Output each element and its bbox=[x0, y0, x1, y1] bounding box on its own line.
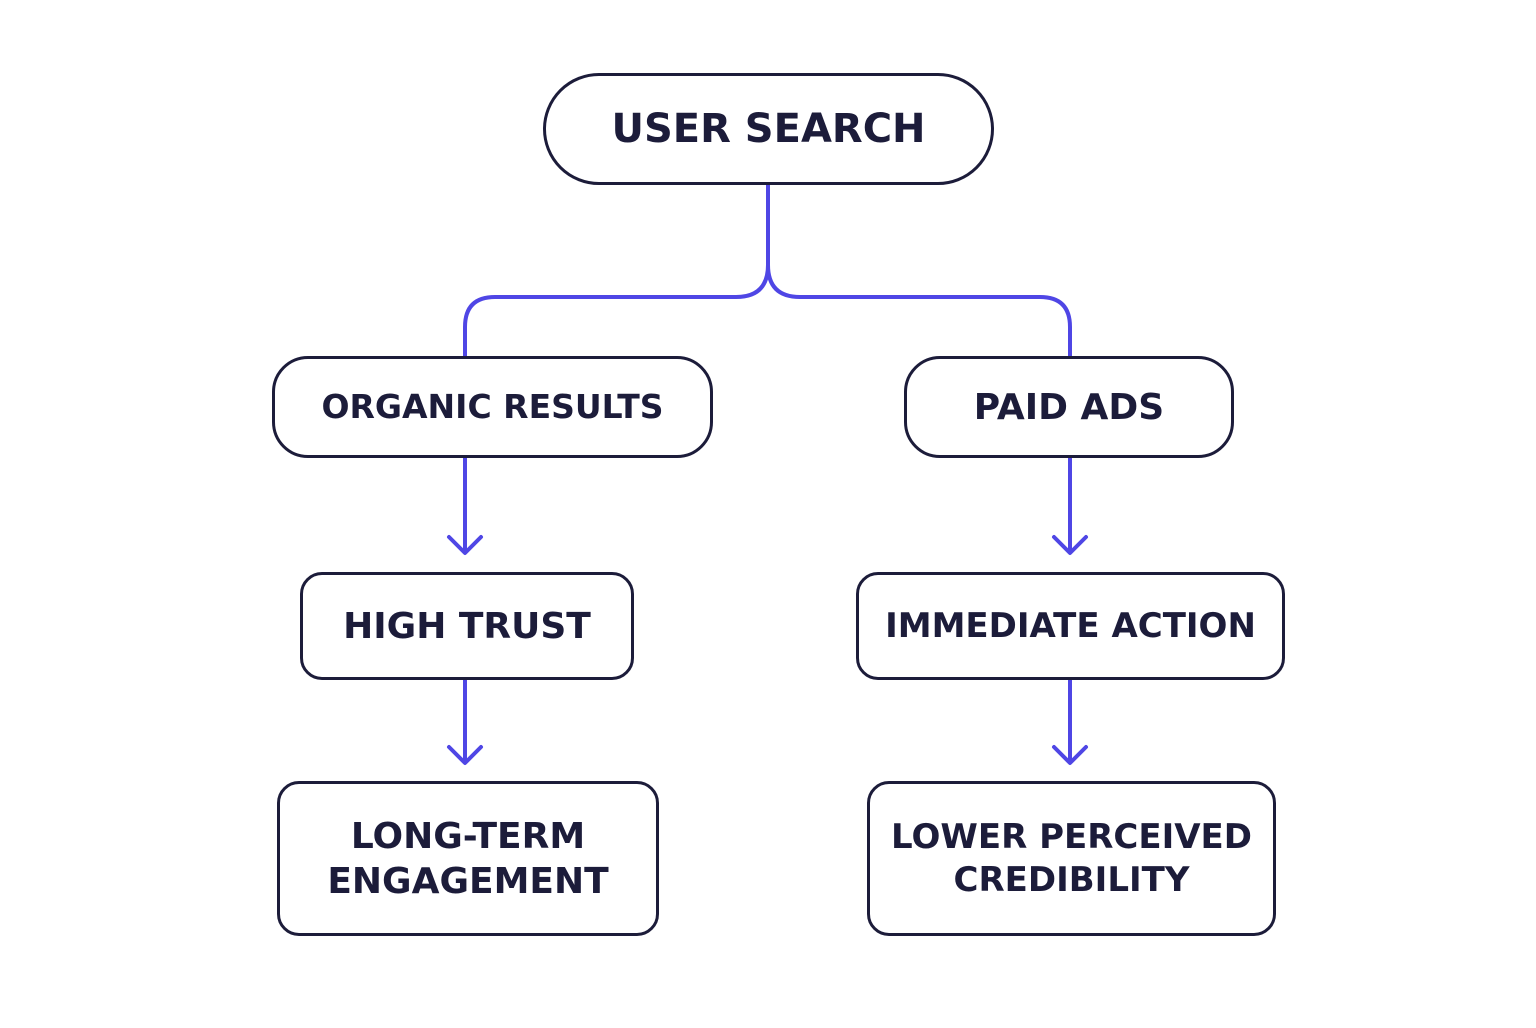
connector-user-search-split bbox=[463, 183, 770, 358]
node-organic-results-label: ORGANIC RESULTS bbox=[321, 387, 664, 427]
node-immediate-action-label: IMMEDIATE ACTION bbox=[885, 605, 1256, 646]
node-high-trust: HIGH TRUST bbox=[300, 572, 634, 680]
node-lower-perceived-credibility: LOWER PERCEIVED CREDIBILITY bbox=[867, 781, 1276, 936]
node-lower-perceived-credibility-line-2: CREDIBILITY bbox=[953, 859, 1190, 900]
arrow-high-trust-to-long-term bbox=[447, 678, 483, 765]
node-paid-ads: PAID ADS bbox=[904, 356, 1234, 458]
connector-user-search-to-paid-ads bbox=[766, 263, 1072, 358]
arrow-immediate-action-to-lower-credibility bbox=[1052, 678, 1088, 765]
node-long-term-engagement: LONG-TERM ENGAGEMENT bbox=[277, 781, 659, 936]
node-organic-results: ORGANIC RESULTS bbox=[272, 356, 713, 458]
node-paid-ads-label: PAID ADS bbox=[973, 386, 1165, 428]
arrow-paid-ads-to-immediate-action bbox=[1052, 456, 1088, 555]
node-high-trust-label: HIGH TRUST bbox=[343, 605, 591, 647]
arrow-organic-to-high-trust bbox=[447, 456, 483, 555]
node-long-term-engagement-line-1: LONG-TERM bbox=[350, 815, 586, 857]
node-long-term-engagement-line-2: ENGAGEMENT bbox=[327, 860, 609, 902]
node-user-search-label: USER SEARCH bbox=[611, 106, 926, 152]
node-user-search: USER SEARCH bbox=[543, 73, 994, 185]
node-immediate-action: IMMEDIATE ACTION bbox=[856, 572, 1285, 680]
node-lower-perceived-credibility-line-1: LOWER PERCEIVED bbox=[890, 817, 1253, 857]
